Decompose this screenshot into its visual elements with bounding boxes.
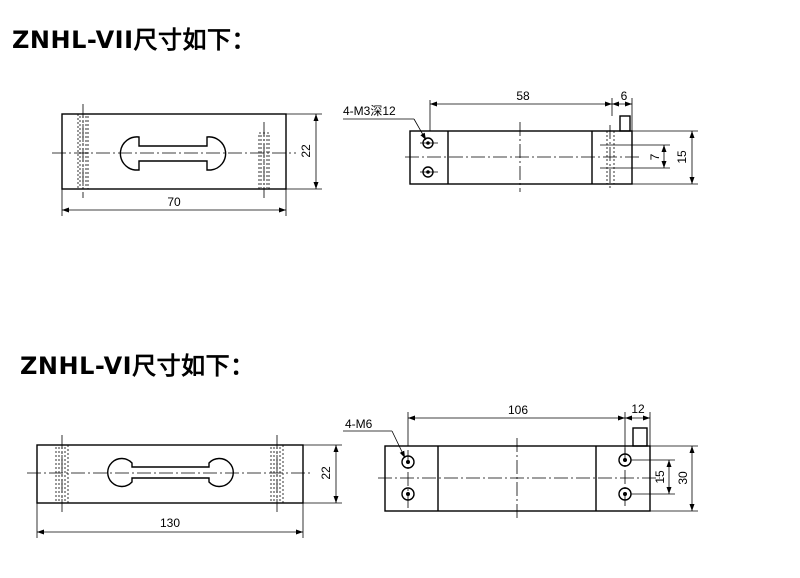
title-znhl-vii: ZNHL-VII尺寸如下： [12,26,257,54]
vii-side-length-label: 58 [516,89,530,103]
vii-side-height-label: 15 [675,150,689,164]
vii-front-view: 70 22 [52,104,322,216]
vi-cable-stub [632,427,648,447]
vii-side-offset-label: 6 [621,89,628,103]
title-znhl-vi: ZNHL-VI尺寸如下： [20,352,255,380]
vi-thread-note: 4-M6 [345,417,373,431]
vii-side-body [409,130,633,185]
vi-front-height-label: 22 [319,466,333,480]
vii-side-view: 4-M3深12 58 6 7 15 [343,89,698,192]
vi-dumbbell-slot [107,457,234,488]
vii-cable-stub [619,115,631,132]
vi-side-view: 4-M6 106 12 15 30 [343,402,698,520]
vi-front-body [36,444,304,504]
vi-side-body [384,445,651,512]
vi-front-length-label: 130 [160,516,180,530]
vii-front-length-label: 70 [167,195,181,209]
vii-front-body [61,113,287,190]
vii-side-hole-spacing-label: 7 [648,153,662,160]
vi-side-height-label: 30 [676,471,690,485]
vi-side-offset-label: 12 [631,402,645,416]
vii-dumbbell-slot [119,136,227,171]
vii-thread-note: 4-M3深12 [343,104,396,118]
vii-screw-holes [420,137,438,178]
vii-front-height-label: 22 [299,144,313,158]
vi-side-length-label: 106 [508,403,528,417]
vi-front-view: 130 22 [27,435,342,538]
vi-side-hole-spacing-label: 15 [653,470,667,484]
